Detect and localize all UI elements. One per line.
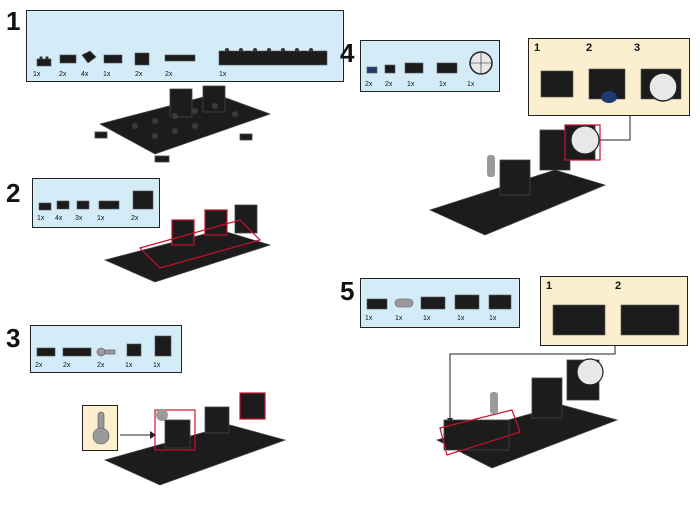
part-images-step-3 bbox=[36, 335, 172, 357]
part-qty: 2x bbox=[135, 71, 143, 78]
model-step-5 bbox=[435, 358, 619, 469]
part-images-step-4 bbox=[366, 51, 493, 75]
model-step-2 bbox=[103, 204, 272, 283]
part-qty: 1x bbox=[467, 81, 475, 88]
parts-list-step-3: 2x 2x 2x 1x 1x bbox=[30, 325, 182, 373]
parts-list-step-4: 2x 2x 1x 1x 1x bbox=[360, 40, 500, 92]
part-qty: 4x bbox=[55, 215, 63, 222]
part-qty: 2x bbox=[63, 362, 71, 369]
part-qty: 1x bbox=[153, 362, 161, 369]
part-qty: 1x bbox=[33, 71, 41, 78]
step-number-3: 3 bbox=[6, 323, 21, 353]
part-qty: 2x bbox=[35, 362, 43, 369]
part-images-step-5 bbox=[366, 294, 512, 310]
substep-images-step-4 bbox=[540, 68, 682, 103]
part-qty: 1x bbox=[365, 315, 373, 322]
part-qty: 2x bbox=[165, 71, 173, 78]
part-qty: 1x bbox=[407, 81, 415, 88]
substep-images-step-5 bbox=[552, 304, 680, 336]
parts-list-step-1: 1x 2x 4x 1x 2x 2x 1x bbox=[26, 10, 344, 82]
part-qty: 1x bbox=[125, 362, 133, 369]
part-qty: 4x bbox=[81, 71, 89, 78]
parts-list-step-5: 1x 1x 1x 1x 1x bbox=[360, 278, 520, 328]
substeps-step-5: 1 2 bbox=[540, 276, 688, 346]
step-number-2: 2 bbox=[6, 178, 21, 208]
model-step-1 bbox=[94, 85, 272, 163]
step-number-1: 1 bbox=[6, 6, 21, 36]
substep-number: 1 bbox=[534, 42, 541, 54]
model-step-3 bbox=[103, 392, 287, 486]
part-qty: 1x bbox=[395, 315, 403, 322]
arrow bbox=[120, 431, 156, 439]
part-qty: 1x bbox=[439, 81, 447, 88]
part-qty: 2x bbox=[131, 215, 139, 222]
step-number-4: 4 bbox=[340, 38, 355, 68]
lever-part-image bbox=[92, 411, 110, 445]
step-number-5: 5 bbox=[340, 276, 355, 306]
part-qty: 3x bbox=[75, 215, 83, 222]
substep-number: 3 bbox=[634, 42, 641, 54]
parts-list-step-2: 1x 4x 3x 1x 2x bbox=[32, 178, 160, 228]
part-qty: 1x bbox=[219, 71, 227, 78]
part-qty: 1x bbox=[489, 315, 497, 322]
part-images-step-1 bbox=[36, 48, 328, 67]
part-qty: 2x bbox=[97, 362, 105, 369]
part-qty: 1x bbox=[97, 215, 105, 222]
part-qty: 2x bbox=[385, 81, 393, 88]
part-qty: 2x bbox=[365, 81, 373, 88]
part-qty: 1x bbox=[103, 71, 111, 78]
part-qty: 1x bbox=[37, 215, 45, 222]
part-qty: 1x bbox=[457, 315, 465, 322]
substep-number: 2 bbox=[586, 42, 593, 54]
part-images-step-2 bbox=[38, 190, 154, 211]
callout-step-3 bbox=[82, 405, 118, 451]
part-qty: 2x bbox=[59, 71, 67, 78]
substep-number: 1 bbox=[546, 280, 553, 292]
model-step-4 bbox=[428, 124, 607, 236]
substep-number: 2 bbox=[615, 280, 622, 292]
part-qty: 1x bbox=[423, 315, 431, 322]
substeps-step-4: 1 2 3 bbox=[528, 38, 690, 116]
